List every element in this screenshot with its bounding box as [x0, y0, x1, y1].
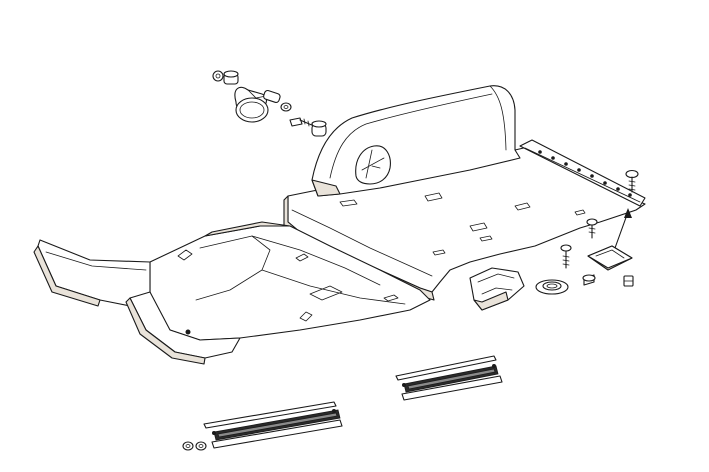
nut: [182, 441, 194, 451]
indicator-arrow: [614, 208, 632, 249]
screw: [625, 169, 639, 193]
spacer-sleeve: [263, 89, 281, 103]
mounting-rail-strip: [519, 139, 646, 207]
front-floor-mat-right: [125, 291, 241, 365]
screw: [289, 117, 315, 128]
tie-down-ring: [234, 86, 269, 123]
spacer-sleeve: [582, 274, 596, 286]
screw: [560, 244, 572, 269]
spacer-sleeve: [223, 70, 239, 85]
grommet: [535, 279, 569, 295]
sill-strip-right: [395, 355, 503, 401]
center-tunnel-cover: [149, 221, 431, 341]
washer: [280, 102, 292, 112]
washer: [195, 441, 207, 451]
sill-strip-left: [203, 401, 343, 449]
cover-plate: [587, 245, 633, 271]
wheel-arch-cover: [311, 85, 521, 197]
nut: [623, 275, 634, 287]
spacer-sleeve: [311, 120, 327, 137]
screw: [586, 218, 598, 239]
corner-bracket: [469, 267, 525, 311]
front-floor-mat-left: [33, 239, 151, 311]
washer: [212, 70, 224, 82]
